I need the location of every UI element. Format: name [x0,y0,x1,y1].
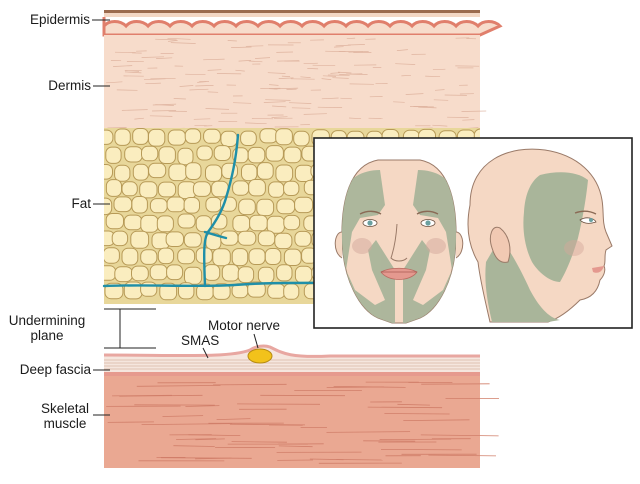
label-skeletal-line2: muscle [43,416,87,431]
dermis-layer [104,35,487,135]
epidermis-layer [102,10,503,37]
label-skeletal-muscle: Skeletal muscle [30,401,100,431]
front-face [334,159,464,324]
label-skeletal-line1: Skeletal [40,401,90,416]
label-undermining-line1: Undermining [8,313,86,328]
face-inset [313,137,633,329]
motor-nerve-shape [247,348,273,364]
leader-lines [92,19,259,416]
side-face [467,148,613,323]
label-fat: Fat [71,196,91,211]
label-smas: SMAS [181,333,220,348]
epidermis-wave [102,17,503,37]
smas-layer [103,344,480,372]
deep-fascia-line [104,372,480,376]
label-deep-fascia: Deep fascia [19,362,91,377]
label-epidermis: Epidermis [29,12,90,27]
label-undermining-line2: plane [30,328,64,343]
label-dermis: Dermis [48,78,91,93]
label-motor-nerve: Motor nerve [208,318,281,333]
label-undermining-plane: Undermining plane [0,313,94,343]
skeletal-muscle-layer [104,376,500,468]
